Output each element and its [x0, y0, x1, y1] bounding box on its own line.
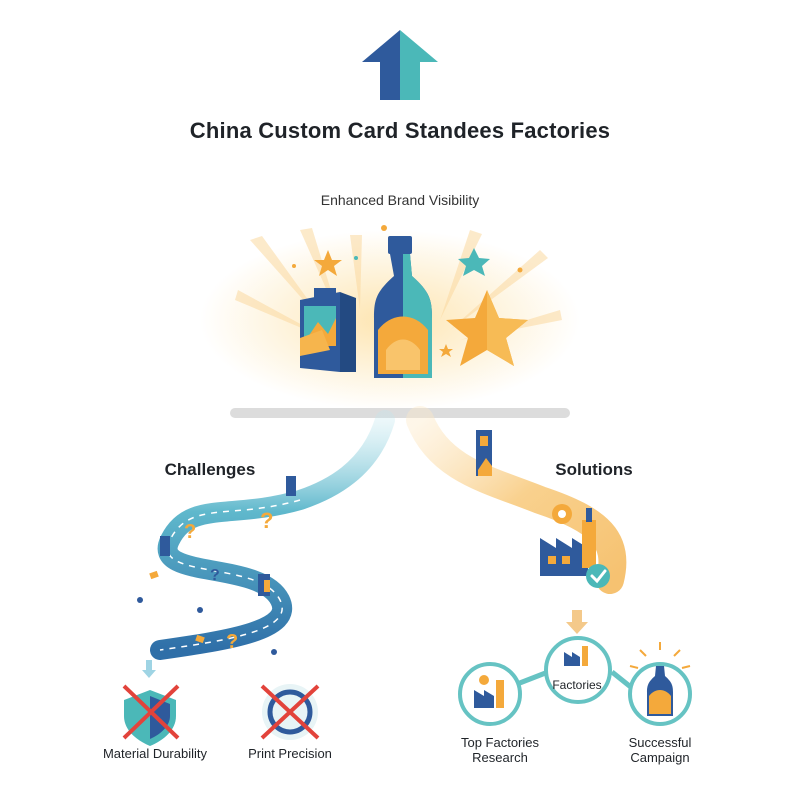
challenge-label: Print Precision	[248, 746, 332, 761]
page-title: China Custom Card Standees Factories	[189, 118, 611, 143]
challenges-road: ? ? ? ?	[137, 410, 395, 660]
challenges-heading: Challenges	[164, 460, 256, 479]
solution-node-label: Top Factories Research	[460, 735, 540, 765]
question-mark-icon: ?	[260, 508, 273, 533]
challenge-label: Material Durability	[102, 746, 208, 761]
target-icon	[260, 684, 320, 740]
down-arrow-icon	[566, 610, 588, 634]
solutions-heading: Solutions	[555, 460, 633, 479]
divider	[230, 408, 570, 418]
question-mark-icon: ?	[184, 521, 196, 543]
star-icon	[446, 290, 528, 366]
solution-node-label: Successful Campaign	[628, 735, 692, 765]
check-icon	[586, 564, 610, 588]
question-mark-icon: ?	[210, 567, 220, 584]
solutions-road	[406, 406, 627, 594]
solutions-network	[458, 636, 692, 726]
top-label: Enhanced Brand Visibility	[320, 192, 480, 208]
down-arrow-icon	[142, 660, 156, 678]
brand-visibility-illustration	[200, 225, 580, 410]
up-arrow-icon	[362, 30, 438, 100]
star-icon	[458, 248, 490, 276]
factory-icon	[540, 508, 596, 576]
gear-icon	[552, 504, 572, 524]
question-mark-icon: ?	[226, 631, 238, 653]
star-icon	[439, 344, 453, 357]
standee-box-icon	[300, 288, 356, 372]
shield-icon	[122, 684, 180, 746]
bottle-icon	[374, 236, 432, 378]
solution-node-label: Factories	[552, 678, 602, 692]
star-icon	[314, 250, 342, 276]
